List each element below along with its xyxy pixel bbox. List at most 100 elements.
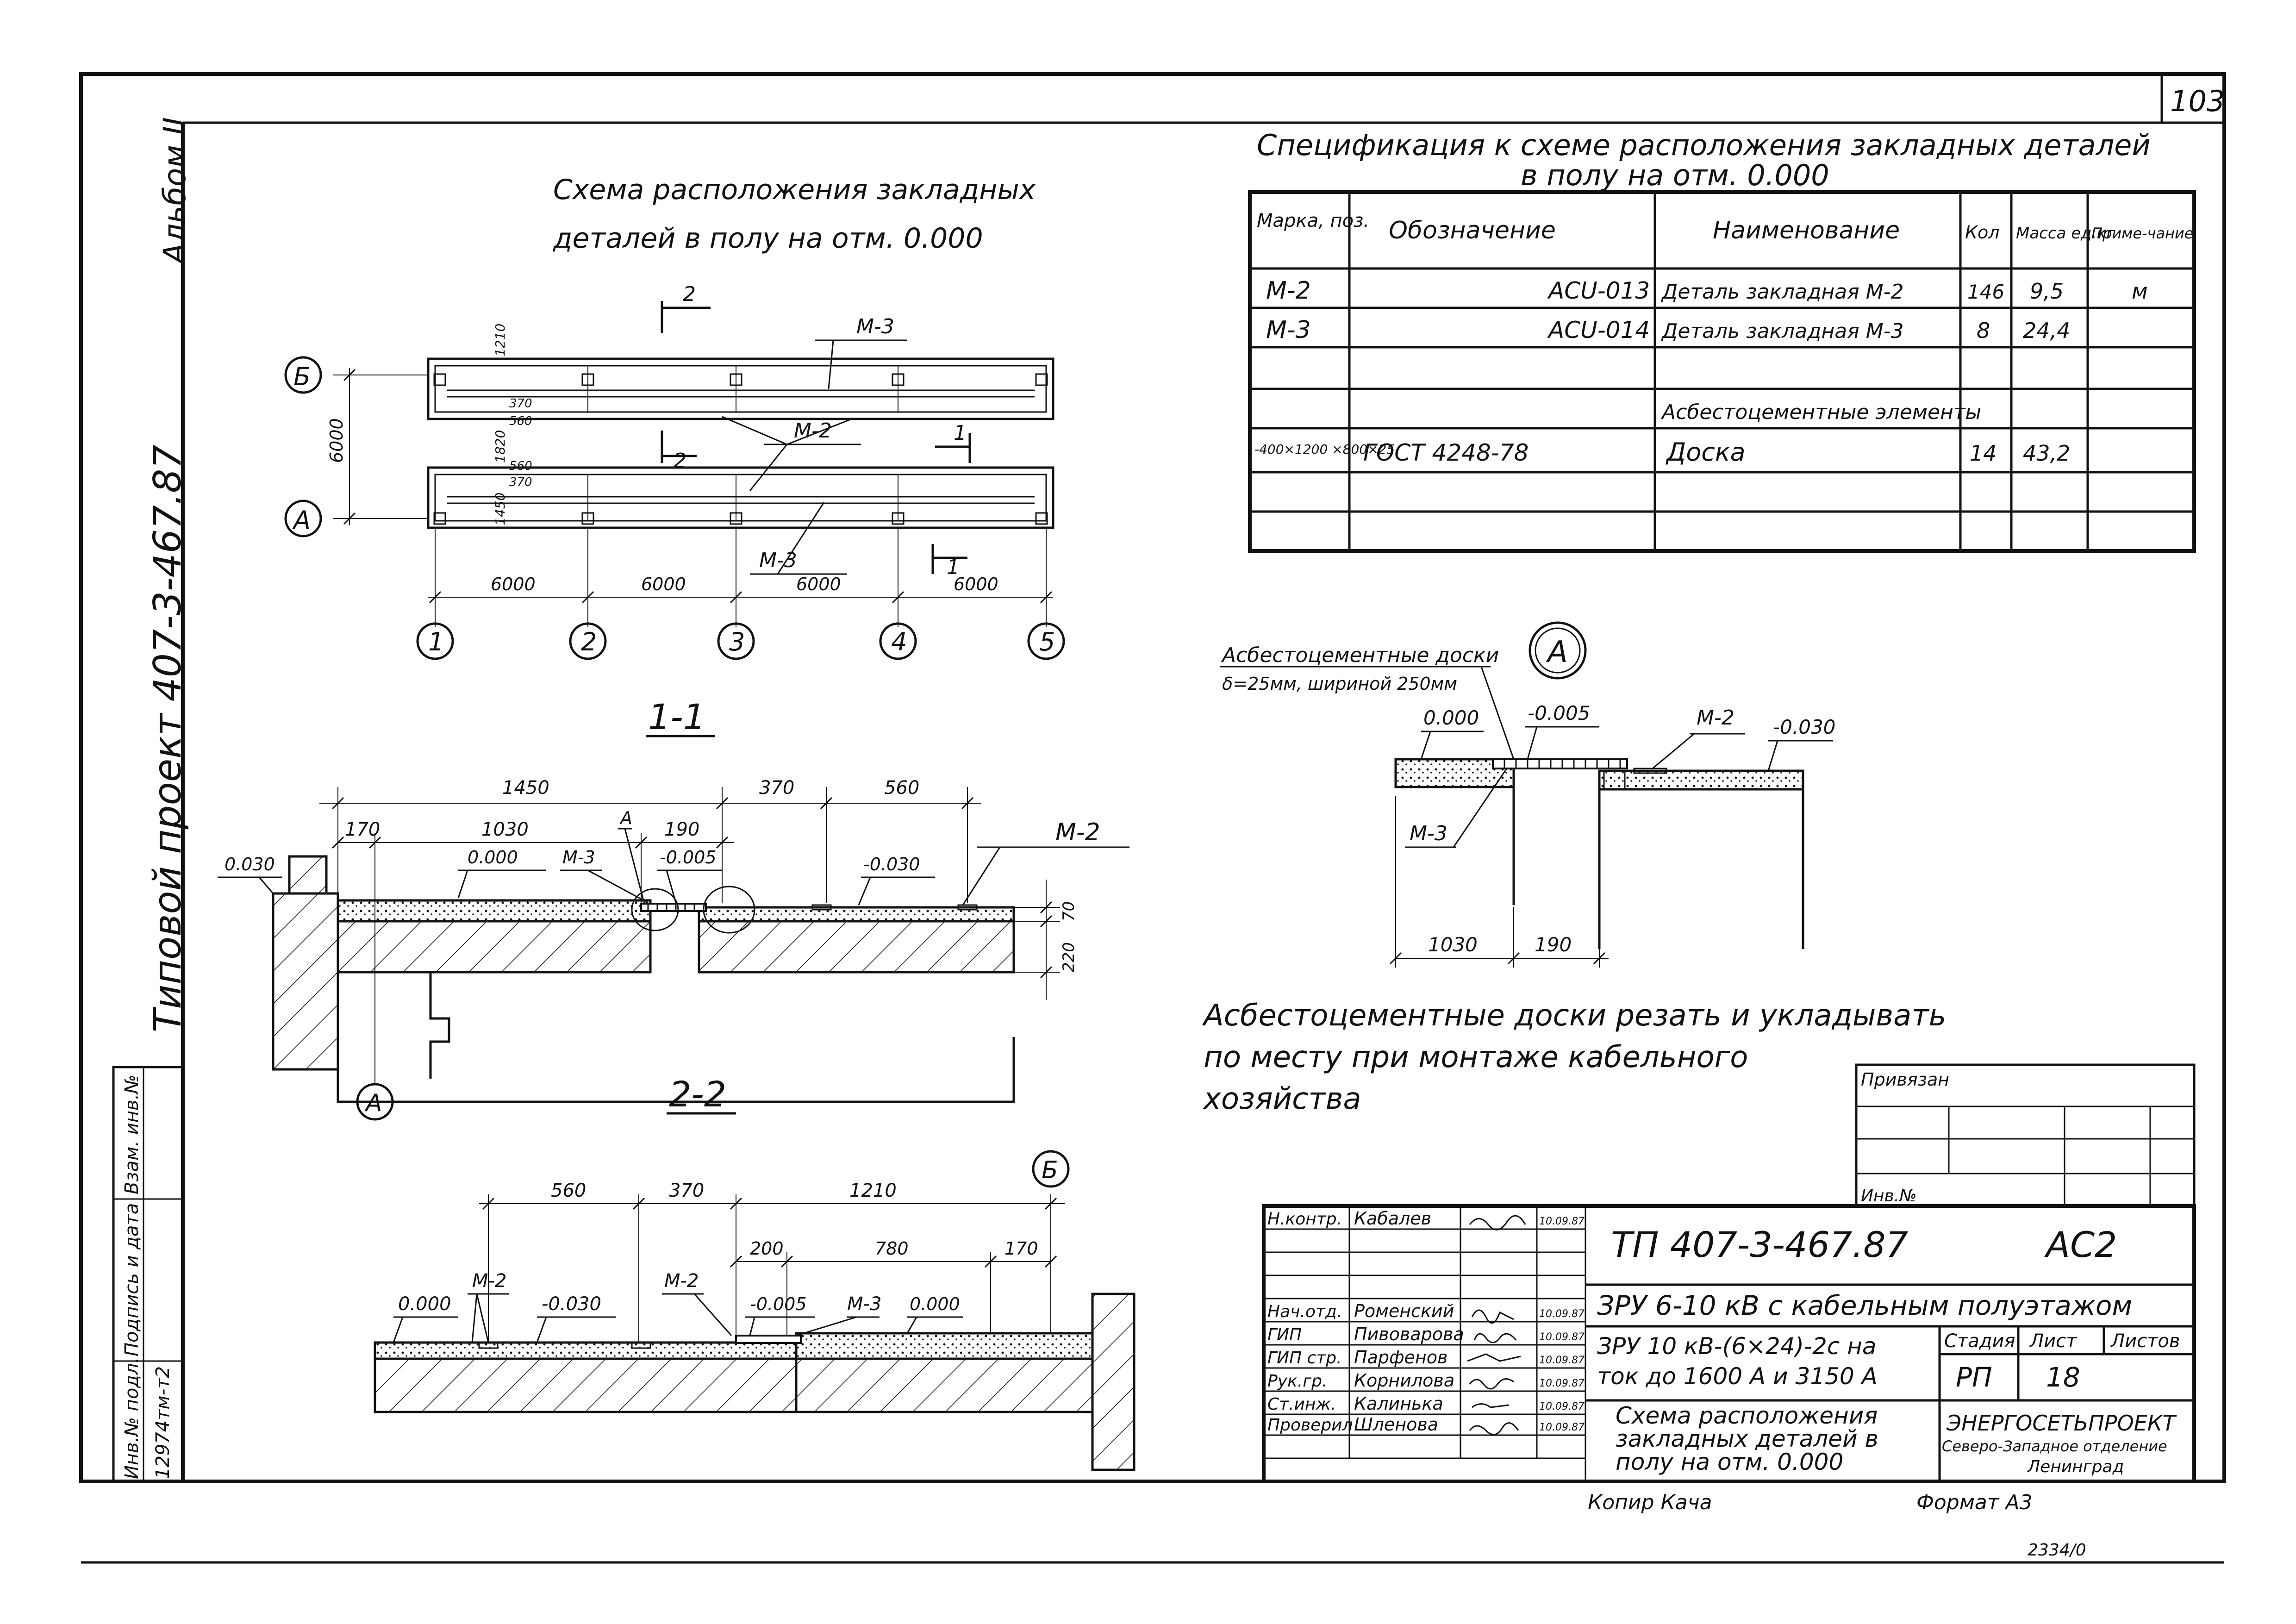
section-2-2-dim-370: 370	[669, 1180, 704, 1201]
plan-dim-side-5: 560	[509, 459, 532, 473]
tb-person7-date: 10.09.87	[1539, 1422, 1585, 1433]
spec-header-name: Наименование	[1713, 217, 1900, 244]
binding-block: Привязан Инв.№	[1855, 1063, 2196, 1207]
binding-inv: Инв.№	[1861, 1187, 1917, 1206]
note-line1: Асбестоцементные доски резать и укладыва…	[1202, 999, 1946, 1033]
copied-label: Копир Кача	[1588, 1491, 1712, 1514]
plan-axis-letter-a: А	[292, 506, 311, 535]
section-2-2-axis: Б	[1042, 1156, 1058, 1184]
spec-header-note: Приме-чание	[2091, 225, 2193, 242]
spec-row2-name: Деталь закладная М-3	[1661, 319, 1904, 343]
spec-header-mark: Марка, поз.	[1257, 210, 1369, 231]
detail-a-dim-190: 190	[1535, 933, 1572, 956]
plan-dim-span-2: 6000	[641, 574, 686, 594]
plan-dim-side-2: 370	[509, 397, 532, 411]
tb-org-line2: Северо-Западное отделение	[1942, 1437, 2167, 1455]
section-1-1-level-2: 0.000	[468, 847, 518, 868]
spec-title-line1: Спецификация к схеме расположения заклад…	[1257, 128, 2151, 162]
tb-sheet-title-line3: полу на отм. 0.000	[1616, 1449, 1843, 1475]
section-1-1-dim-1450: 1450	[502, 777, 549, 799]
section-2-2-level-4: 0.000	[910, 1294, 960, 1314]
tb-person3-date: 10.09.87	[1539, 1331, 1585, 1343]
plan-axis-letter-b: Б	[293, 362, 311, 391]
tb-person6-role: Ст.инж.	[1267, 1395, 1336, 1414]
section-1-1-dim-170: 170	[345, 819, 380, 840]
detail-a-level-3: -0.030	[1773, 716, 1835, 738]
section-1-1-dim-560: 560	[884, 777, 919, 799]
spec-row1-mark: М-2	[1266, 277, 1311, 305]
section-1-1-dim-1030: 1030	[481, 819, 529, 840]
tb-code: ТП 407-3-467.87	[1611, 1224, 1908, 1265]
section-2-2-label-m3: М-3	[847, 1293, 881, 1315]
tb-subject-line1: ЗРУ 10 кВ-(6×24)-2с на	[1597, 1333, 1877, 1360]
tb-person4-name: Парфенов	[1354, 1347, 1447, 1368]
spec-header-designation: Обозначение	[1389, 217, 1556, 244]
detail-a-note-line1: Асбестоцементные доски	[1221, 643, 1499, 667]
spec-title-line2: в полу на отм. 0.000	[1521, 158, 1829, 192]
section-1-1-axis: А	[364, 1089, 382, 1117]
tb-org-line1: ЭНЕРГОСЕТЬПРОЕКТ	[1946, 1411, 2177, 1436]
section-1-1-title: 1-1	[648, 696, 705, 737]
tb-person2-role: Нач.отд.	[1267, 1302, 1342, 1321]
spec-row5-designation: ГОСТ 4248-78	[1363, 439, 1529, 466]
plan-label-m2: М-2	[794, 419, 832, 443]
plan-section-mark-1a: 1	[954, 421, 967, 445]
detail-a-dim-1030: 1030	[1428, 933, 1478, 956]
plan-title-line2: деталей в полу на отм. 0.000	[553, 222, 983, 255]
section-2-2-dim-1210: 1210	[849, 1180, 897, 1201]
tb-object: ЗРУ 6-10 кВ с кабельным полуэтажом	[1597, 1290, 2132, 1321]
plan-dim-side-4: 1820	[493, 430, 508, 463]
detail-a-level-1: 0.000	[1423, 706, 1479, 729]
section-1-1-dim-220: 220	[1060, 942, 1078, 972]
detail-a-label-m3: М-3	[1410, 822, 1447, 845]
section-2-2-level-1: 0.000	[398, 1293, 451, 1315]
plan-axis-number-3: 3	[729, 627, 745, 656]
section-2-2-level-2: -0.030	[542, 1293, 601, 1315]
tb-sheet-title-line2: закладных деталей в	[1616, 1425, 1878, 1452]
note-line2: по месту при монтаже кабельного	[1204, 1040, 1748, 1074]
detail-a-marker: А	[1546, 635, 1568, 669]
tb-person6-name: Калинька	[1354, 1393, 1443, 1414]
section-2-2-label-m2a: М-2	[472, 1270, 506, 1292]
tb-person7-name: Шленова	[1354, 1414, 1438, 1435]
section-1-1-drawing: А 1450 370 560 170 1030 190 70 220	[218, 777, 1129, 1121]
tb-subject-line2: ток до 1600 А и 3150 А	[1597, 1363, 1878, 1390]
section-2-2-dim-170: 170	[1004, 1238, 1038, 1259]
detail-a-level-2: -0.005	[1528, 702, 1590, 725]
tb-person1-name: Кабалев	[1354, 1208, 1431, 1229]
plan-section-mark-1b: 1	[947, 556, 960, 579]
section-1-1-label-m2: М-2	[1055, 818, 1100, 846]
tb-sheet: 18	[2046, 1362, 2080, 1393]
section-1-1-label-m3: М-3	[562, 847, 595, 868]
spec-row1-designation: АСU-013	[1547, 277, 1650, 304]
spec-row2-designation: АСU-014	[1547, 317, 1650, 344]
plan-label-m3-bottom: М-3	[759, 549, 797, 572]
plan-axis-number-4: 4	[891, 627, 907, 656]
plan-label-m3-top: М-3	[856, 315, 894, 338]
section-1-1-level-1: 0.030	[225, 854, 275, 874]
plan-dim-side-1: 1210	[493, 324, 508, 356]
format-label: Формат А3	[1916, 1491, 2033, 1514]
album-label: Альбом II	[157, 117, 193, 266]
side-stamp-label-3: Взам. инв.№	[121, 1074, 143, 1194]
tb-person7-role: Проверил	[1267, 1416, 1353, 1435]
plan-dim-span-1: 6000	[491, 574, 536, 594]
section-2-2-dim-560: 560	[551, 1180, 586, 1201]
section-1-1-dim-70: 70	[1060, 901, 1078, 921]
plan-title-line1: Схема расположения закладных	[553, 174, 1036, 206]
spec-header-qty: Кол	[1965, 222, 2000, 243]
tb-person5-role: Рук.гр.	[1267, 1372, 1327, 1391]
binding-label: Привязан	[1861, 1069, 1949, 1090]
section-1-1-label-a: А	[619, 808, 632, 828]
plan-dim-side-3: 560	[509, 414, 532, 428]
tb-sheets-label: Листов	[2110, 1330, 2180, 1352]
side-stamp: Взам. инв.№ Подпись и дата Инв.№ подл. 1…	[112, 1066, 184, 1483]
tb-person6-date: 10.09.87	[1539, 1401, 1585, 1412]
tb-person3-role: ГИП	[1267, 1325, 1302, 1344]
section-1-1-level-3: -0.005	[660, 847, 717, 868]
spec-row1-note: м	[2132, 279, 2148, 304]
plan-dim-vertical: 6000	[326, 418, 347, 463]
plan-section-mark-2b: 2	[674, 449, 686, 473]
tb-sheet-title-line1: Схема расположения	[1616, 1402, 1878, 1429]
